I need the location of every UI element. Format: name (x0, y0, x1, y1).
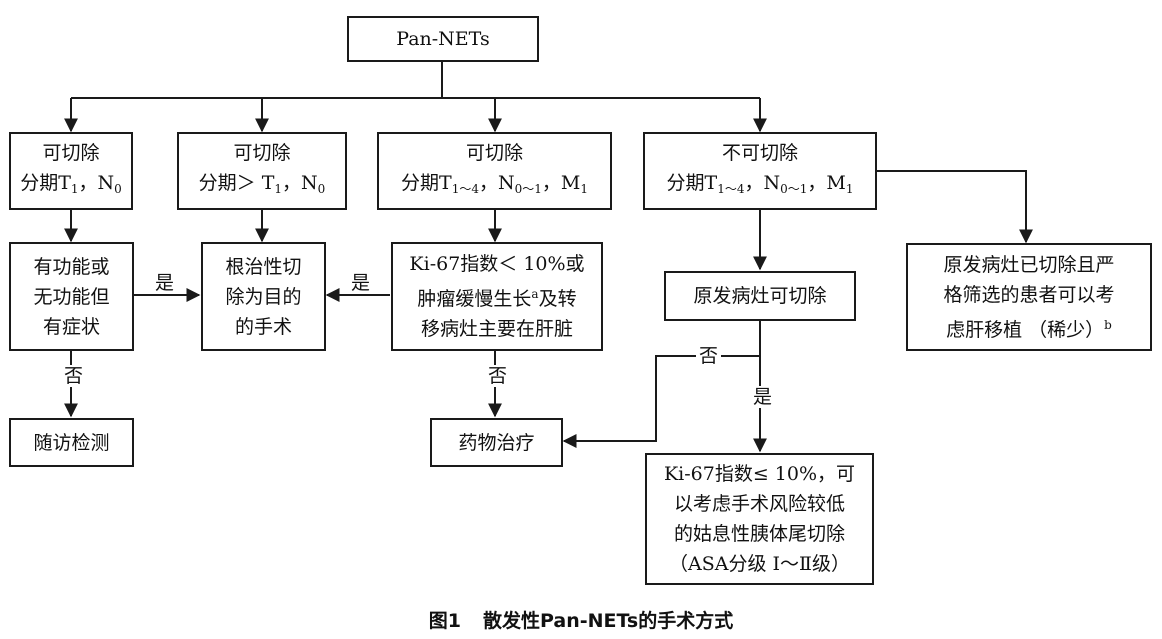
node-resectable-m1: 可切除 分期T1～4，N0～1，M1 (377, 132, 612, 210)
label-no-primary: 否 (696, 345, 722, 367)
node-radical-surgery: 根治性切 除为目的 的手术 (201, 242, 326, 351)
node-primary-resectable: 原发病灶可切除 (664, 271, 856, 321)
node-functional-line3: 有症状 (42, 315, 100, 338)
node-liver-transplant: 原发病灶已切除且严 格筛选的患者可以考 虑肝移植 （稀少）b (906, 243, 1152, 351)
node-distal-line2: 以考虑手术风险较低 (673, 493, 845, 515)
node-liver-transplant-line1: 原发病灶已切除且严 (943, 253, 1115, 276)
node-ki67-low-line3: 移病灶主要在肝脏 (420, 318, 573, 340)
node-follow-up-label: 随访检测 (33, 431, 110, 454)
node-resectable-gt-t1: 可切除 分期＞ T1，N0 (177, 132, 347, 210)
node-pan-nets: Pan-NETs (347, 16, 539, 62)
figure-number: 图1 (428, 610, 461, 632)
node-distal-line3: 的姑息性胰体尾切除 (673, 523, 845, 545)
node-distal-line1: Ki-67指数≤ 10%，可 (663, 463, 856, 485)
node-pan-nets-label: Pan-NETs (396, 28, 490, 50)
node-ki67-low: Ki-67指数＜ 10%或 肿瘤缓慢生长a及转 移病灶主要在肝脏 (391, 242, 603, 351)
node-resectable-t1-line2: 分期T1，N0 (20, 172, 122, 196)
node-resectable-m1-line1: 可切除 (465, 142, 523, 164)
node-resectable-t1: 可切除 分期T1，N0 (9, 132, 133, 210)
node-distal-pancreatectomy: Ki-67指数≤ 10%，可 以考虑手术风险较低 的姑息性胰体尾切除 （ASA分… (645, 453, 874, 585)
node-resectable-m1-line2: 分期T1～4，N0～1，M1 (401, 172, 588, 196)
node-liver-transplant-line3: 虑肝移植 （稀少）b (946, 317, 1112, 341)
figure-title: 散发性Pan-NETs的手术方式 (482, 610, 734, 632)
figure-caption: 图1 散发性Pan-NETs的手术方式 (0, 606, 1162, 633)
node-follow-up: 随访检测 (9, 418, 134, 467)
node-liver-transplant-line2: 格筛选的患者可以考 (943, 283, 1115, 306)
node-radical-surgery-line1: 根治性切 (225, 255, 302, 278)
node-drug-therapy: 药物治疗 (430, 418, 563, 467)
node-ki67-low-line1: Ki-67指数＜ 10%或 (409, 253, 585, 275)
label-yes-primary: 是 (750, 386, 776, 408)
node-drug-therapy-label: 药物治疗 (458, 431, 535, 454)
label-no-ki67: 否 (485, 365, 511, 387)
node-radical-surgery-line3: 的手术 (234, 315, 292, 338)
label-yes-ki67: 是 (348, 272, 374, 294)
node-functional: 有功能或 无功能但 有症状 (9, 242, 134, 351)
node-radical-surgery-line2: 除为目的 (225, 285, 302, 308)
label-yes-functional: 是 (152, 272, 178, 294)
node-ki67-low-line2: 肿瘤缓慢生长a及转 (417, 287, 577, 310)
label-no-functional: 否 (61, 365, 87, 387)
node-resectable-t1-line1: 可切除 (42, 142, 100, 164)
node-resectable-gt-t1-line2: 分期＞ T1，N0 (198, 172, 326, 196)
edge-primary-no-to-drug (562, 355, 760, 448)
node-distal-line4: （ASA分级 Ⅰ～Ⅱ级） (669, 553, 850, 575)
node-unresectable-line2: 分期T1～4，N0～1，M1 (666, 172, 854, 196)
node-functional-line1: 有功能或 (33, 255, 110, 278)
node-functional-line2: 无功能但 (33, 285, 110, 308)
node-unresectable-line1: 不可切除 (721, 142, 798, 164)
node-primary-resectable-label: 原发病灶可切除 (693, 285, 827, 307)
edge-unresect-to-transplant (877, 170, 1033, 244)
node-unresectable: 不可切除 分期T1～4，N0～1，M1 (643, 132, 877, 210)
node-resectable-gt-t1-line1: 可切除 (233, 142, 291, 164)
